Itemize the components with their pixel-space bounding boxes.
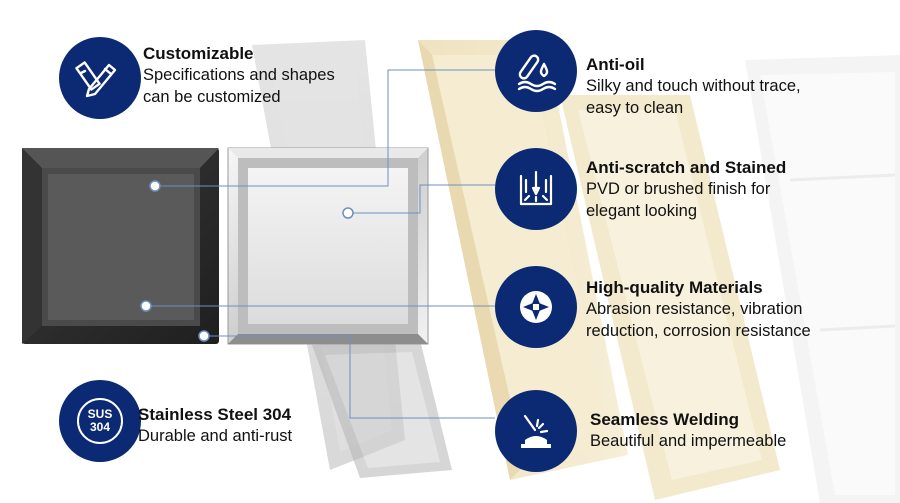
white-tall-niche (745, 55, 900, 503)
customizable-badge (59, 37, 141, 119)
stainless-square-niche (227, 147, 429, 345)
customizable-desc-line2: can be customized (143, 88, 281, 106)
grey-lower-niche (312, 340, 452, 478)
anti-scratch-badge (495, 148, 577, 230)
anti-scratch-title: Anti-scratch and Stained (586, 158, 787, 177)
stainless-steel-desc: Durable and anti-rust (138, 427, 293, 445)
welding-badge (495, 390, 577, 472)
customizable-desc-line1: Specifications and shapes (143, 66, 335, 84)
anti-oil-desc-line1: Silky and touch without trace, (586, 77, 801, 95)
cream-tall-niche-2 (560, 95, 780, 500)
material-pattern-icon (520, 291, 552, 323)
materials-badge (495, 266, 577, 348)
anti-oil-desc-line2: easy to clean (586, 99, 684, 117)
anti-scratch-desc-line2: elegant looking (586, 202, 698, 220)
anti-scratch-desc-line1: PVD or brushed finish for (586, 180, 771, 198)
materials-desc-line1: Abrasion resistance, vibration (586, 300, 803, 318)
sus-label: SUS (87, 407, 113, 421)
anti-oil-title: Anti-oil (586, 55, 645, 74)
sus-304-badge: SUS 304 (59, 380, 141, 462)
black-square-niche (22, 148, 219, 344)
customizable-title: Customizable (143, 44, 254, 63)
scratch-test-icon (519, 170, 553, 206)
welding-title: Seamless Welding (590, 410, 739, 429)
sus-304-icon: SUS 304 (77, 398, 123, 444)
anti-oil-badge (495, 30, 577, 112)
pencil-ruler-icon (75, 61, 117, 98)
welding-icon (521, 414, 551, 448)
test-tube-drop-icon (517, 54, 557, 93)
stainless-steel-title: Stainless Steel 304 (138, 405, 292, 424)
materials-desc-line2: reduction, corrosion resistance (586, 322, 811, 340)
welding-desc: Beautiful and impermeable (590, 432, 787, 450)
materials-title: High-quality Materials (586, 278, 763, 297)
feature-connectors (146, 69, 495, 419)
connector-dots (140, 180, 354, 342)
304-label: 304 (89, 420, 111, 434)
cream-tall-niche (418, 40, 628, 480)
